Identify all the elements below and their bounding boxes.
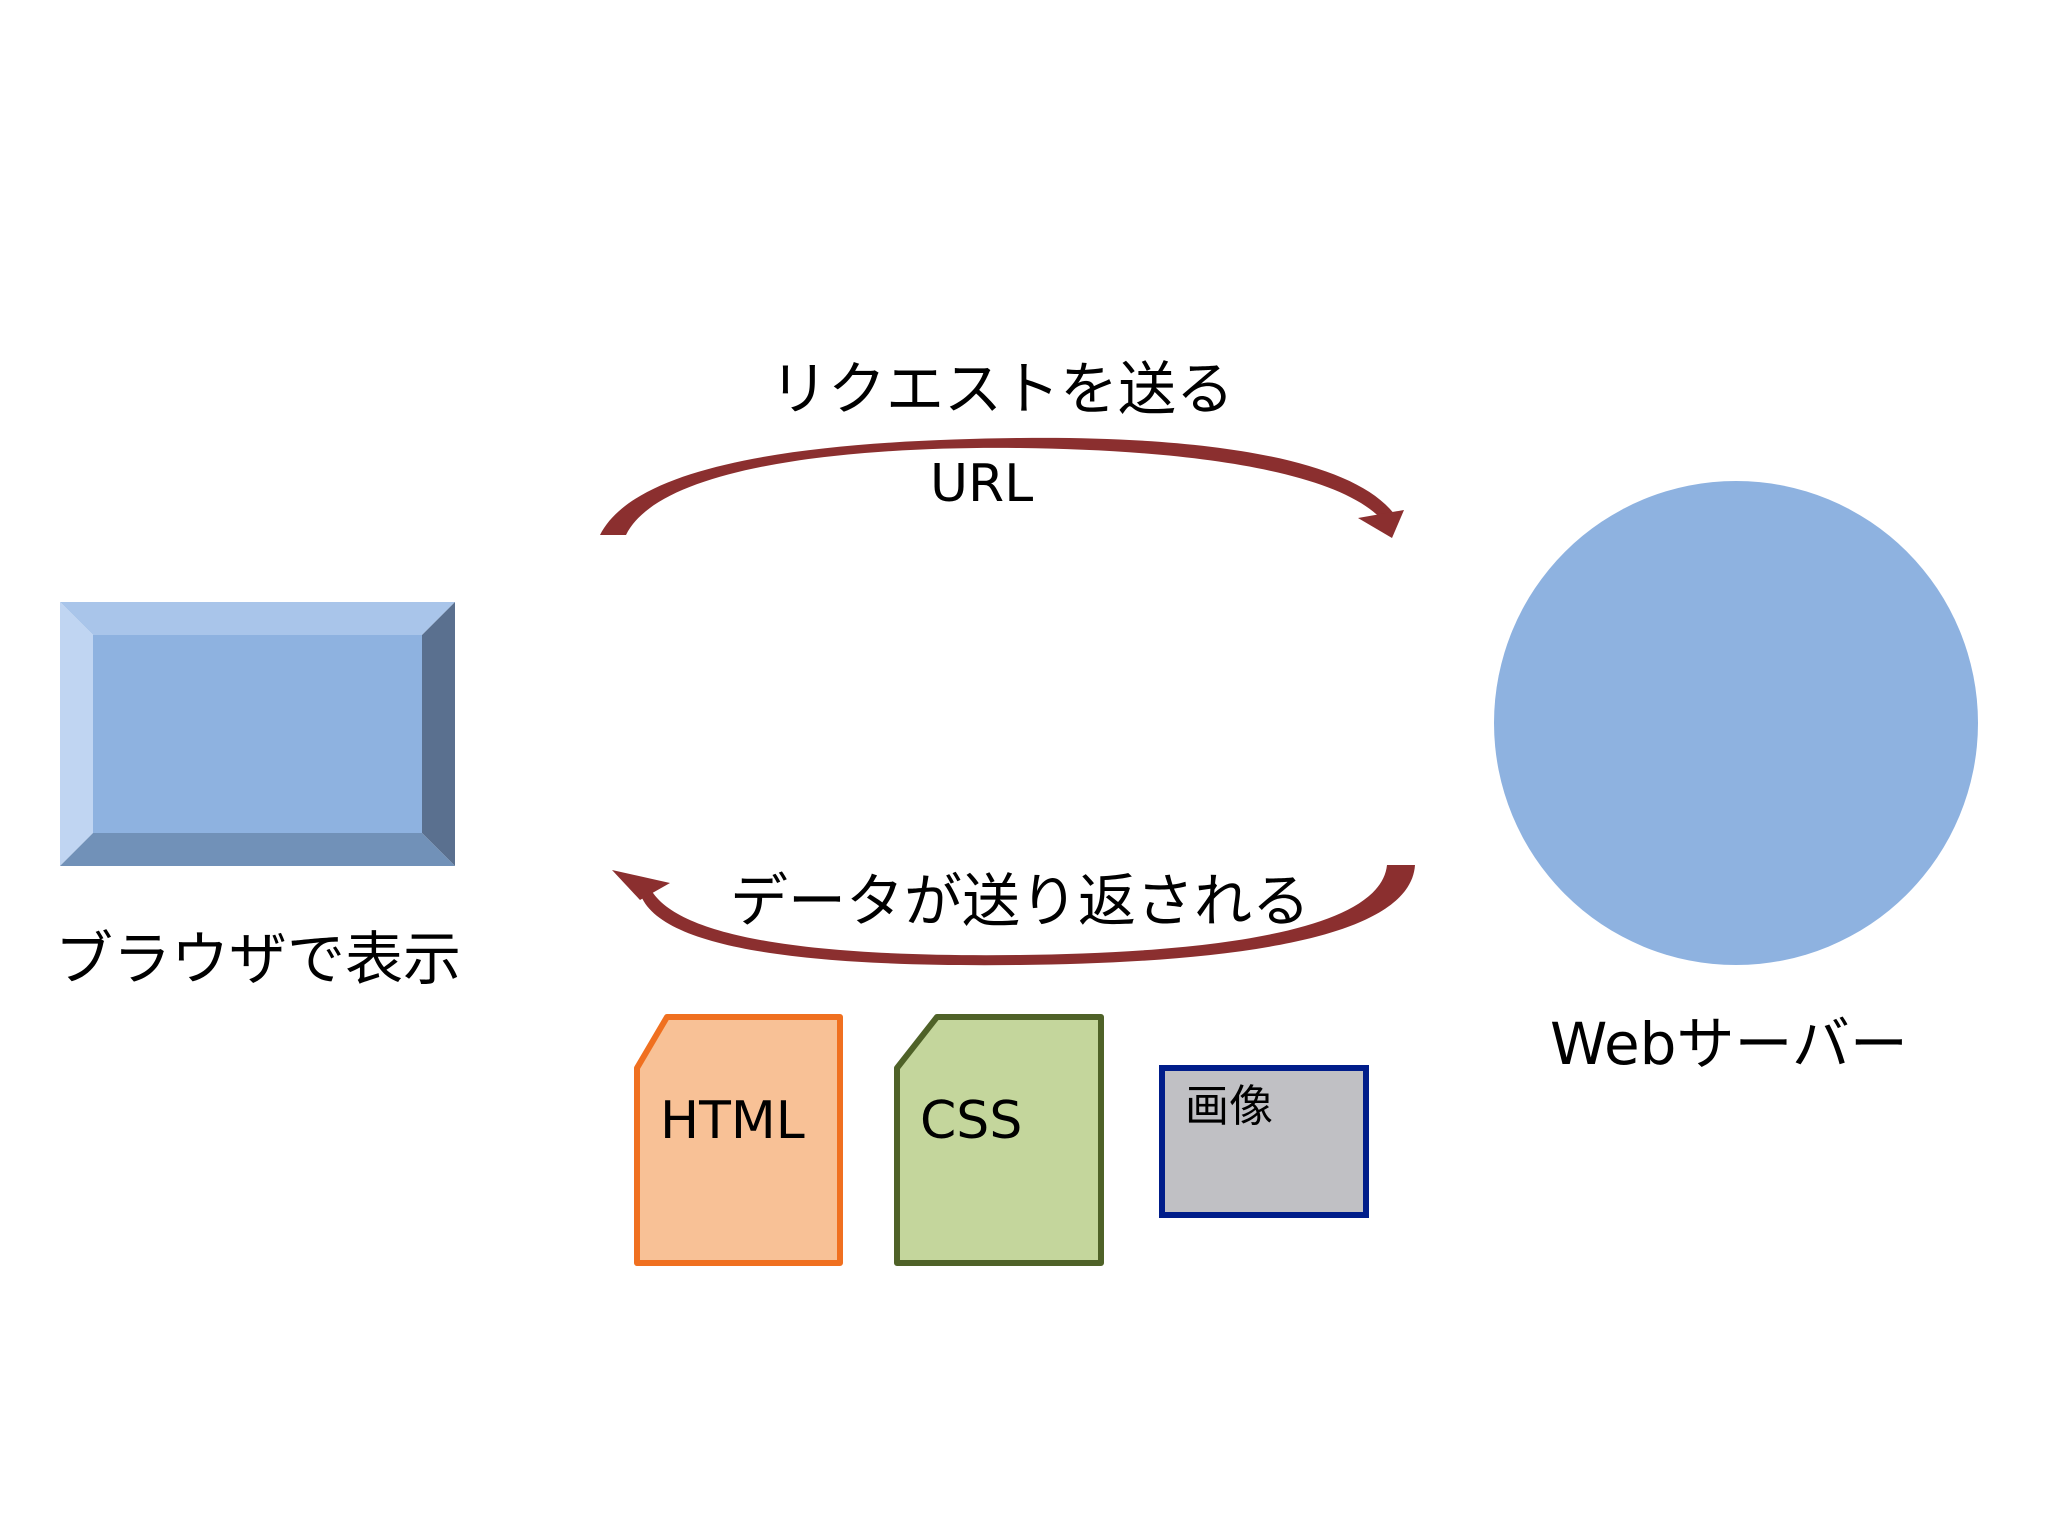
response-arrow-head bbox=[612, 870, 670, 900]
css-label: CSS bbox=[920, 1091, 1023, 1151]
browser-bevel-right bbox=[422, 602, 455, 866]
browser-bevel-bottom bbox=[60, 833, 455, 866]
response-arrow bbox=[612, 865, 1415, 966]
html-document bbox=[634, 1014, 843, 1266]
browser-bevel-top bbox=[60, 602, 455, 635]
server-label: Webサーバー bbox=[1550, 1010, 1908, 1078]
image-label: 画像 bbox=[1185, 1081, 1273, 1132]
request-arrow bbox=[600, 437, 1404, 538]
html-label: HTML bbox=[660, 1091, 805, 1151]
server-circle bbox=[1494, 481, 1978, 965]
request-arrow-head bbox=[1358, 510, 1404, 538]
browser-label: ブラウザで表示 bbox=[55, 925, 462, 993]
browser-bevel-left bbox=[60, 602, 93, 866]
browser-face bbox=[93, 635, 422, 833]
browser-box bbox=[60, 602, 455, 866]
url-label: URL bbox=[930, 454, 1034, 514]
response-label: データが送り返される bbox=[730, 867, 1311, 935]
image-box bbox=[1159, 1065, 1369, 1218]
request-label: リクエストを送る bbox=[770, 355, 1235, 423]
css-document bbox=[894, 1014, 1104, 1266]
